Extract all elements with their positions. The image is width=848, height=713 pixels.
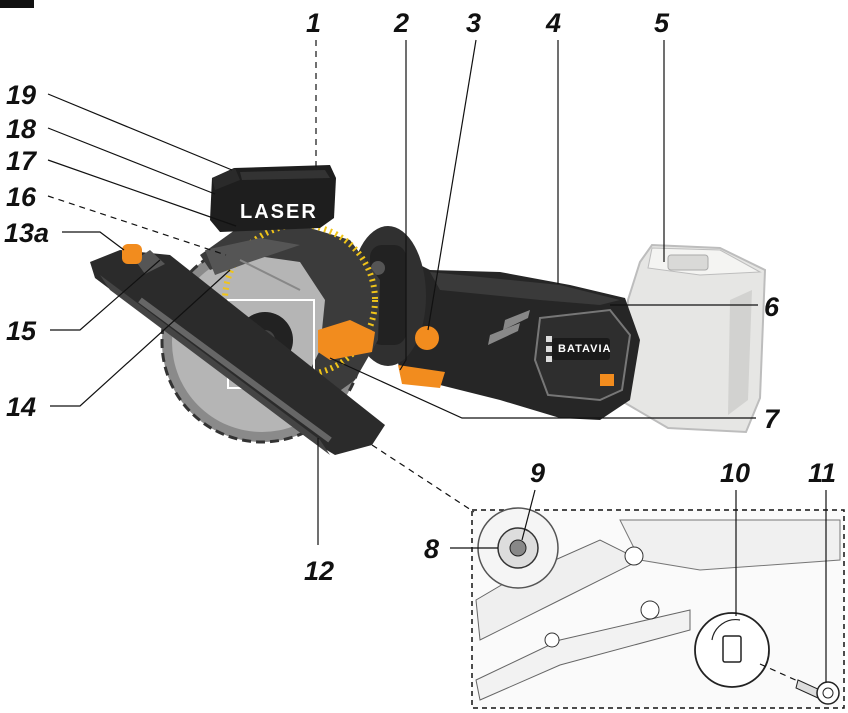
laser-module: LASER — [210, 165, 336, 232]
callout-7: 7 — [764, 404, 781, 434]
laser-label: LASER — [240, 201, 318, 223]
guide-knob — [122, 244, 142, 264]
callout-14: 14 — [6, 392, 36, 422]
callout-13a: 13a — [4, 218, 49, 248]
leader-13a — [62, 231, 125, 251]
trigger-switch — [398, 365, 445, 388]
callout-6: 6 — [764, 292, 780, 322]
mounting-screw — [795, 679, 840, 705]
callout-16: 16 — [6, 182, 37, 212]
callout-19: 19 — [6, 80, 36, 110]
callout-4: 4 — [545, 8, 561, 38]
handle: BATAVIA — [380, 255, 640, 420]
leader-19 — [47, 93, 233, 171]
callout-8: 8 — [424, 534, 439, 564]
callout-12: 12 — [304, 556, 334, 586]
corner-mark — [0, 0, 34, 8]
lock-off-button — [415, 326, 439, 350]
leader-16 — [47, 195, 227, 256]
leader-7 — [329, 357, 756, 419]
callout-10: 10 — [720, 458, 750, 488]
leader-3 — [427, 39, 477, 331]
inset-connector — [371, 444, 475, 513]
leader-17 — [47, 159, 237, 227]
detail-inset — [471, 507, 845, 709]
callout-11: 11 — [808, 458, 836, 488]
leader-2 — [399, 40, 407, 371]
callout-5: 5 — [654, 8, 670, 38]
callout-15: 15 — [6, 316, 37, 346]
battery-pack — [618, 243, 767, 434]
callout-2: 2 — [393, 8, 409, 38]
callout-1: 1 — [306, 8, 321, 38]
blade-bolt — [509, 539, 527, 557]
callout-9: 9 — [530, 458, 545, 488]
callout-3: 3 — [466, 8, 481, 38]
brand-label: BATAVIA — [558, 343, 611, 355]
leader-15 — [50, 259, 161, 331]
leader-18 — [47, 127, 216, 195]
callout-17: 17 — [6, 146, 38, 176]
callout-18: 18 — [6, 114, 36, 144]
depth-lock-lever — [318, 320, 375, 360]
circular-saw: BATAVIA — [90, 165, 767, 455]
flange-washer — [694, 612, 770, 688]
leader-14 — [50, 269, 231, 407]
leader-9 — [521, 489, 536, 541]
